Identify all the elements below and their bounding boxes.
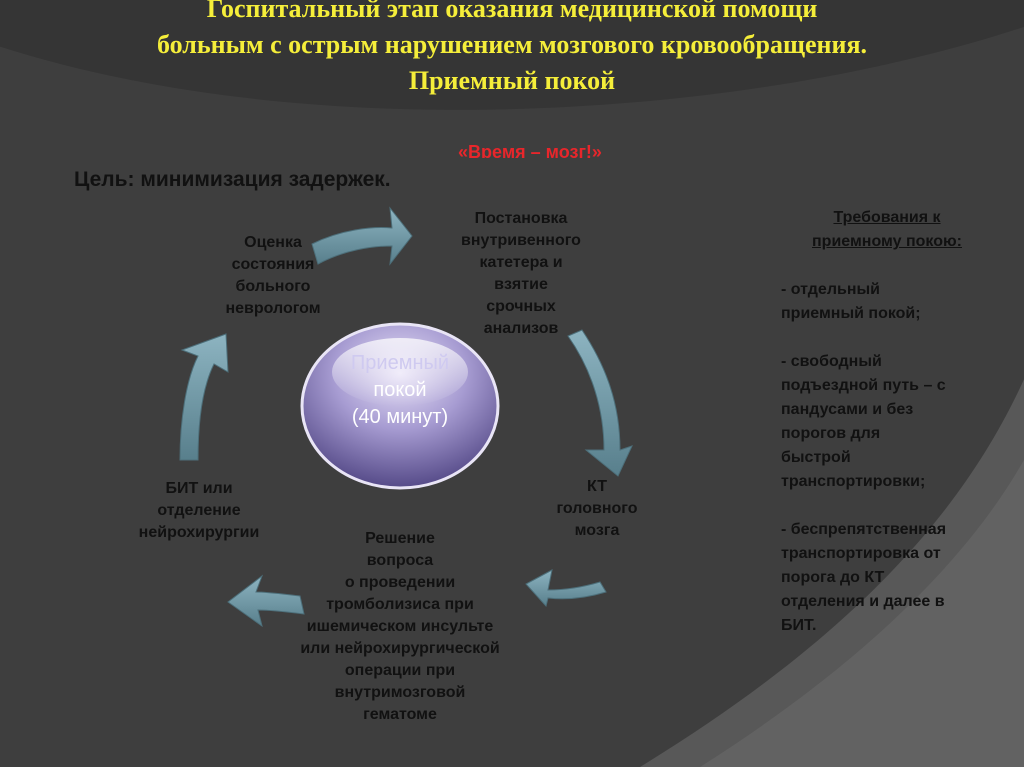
step-line: головного [556,500,638,517]
requirements-heading-line: Требования к [833,209,941,226]
requirement-line: - беспрепятственная [781,521,947,538]
step-line: КТ [587,478,607,495]
requirement-item: - беспрепятственная транспортировка от п… [781,518,1011,638]
step-line: тромболизиса при [326,596,474,613]
step-line: мозга [574,522,620,539]
step-line: Решение [365,530,435,547]
center-line-3: (40 минут) [351,406,449,428]
step-line: внутримозговой [334,684,466,701]
step-neurologist-assessment: Оценка состояния больного неврологом [200,232,346,320]
step-line: Постановка [474,210,568,227]
step-line: ишемическом инсульте [306,618,494,635]
step-line: больного [235,278,311,295]
step-line: нейрохирургии [138,524,260,541]
slide-title: Госпитальный этап оказания медицинской п… [20,0,1004,99]
step-line: или нейрохирургической [300,640,500,657]
step-line: гематоме [363,706,437,723]
title-line-1: Госпитальный этап оказания медицинской п… [206,0,818,23]
step-treatment-decision: Решение вопроса о проведении тромболизис… [268,528,532,726]
requirement-line: подъездной путь – с [781,377,946,394]
step-line: операции при [344,662,456,679]
requirement-line: пандусами и без [781,401,914,418]
step-line: анализов [483,320,559,337]
center-line-1: Приемный [350,352,450,374]
step-line: вопроса [366,552,434,569]
requirement-line: - отдельный [781,281,880,298]
cycle-arrows [179,206,633,628]
requirement-line: транспортировка от [781,545,941,562]
step-icu-or-neurosurgery: БИТ или отделение нейрохирургии [118,478,280,544]
step-iv-catheter: Постановка внутривенного катетера и взят… [436,208,606,340]
requirement-line: - свободный [781,353,882,370]
step-line: внутривенного [461,232,581,249]
requirement-line: приемный покой; [781,305,921,322]
step-line: катетера и [479,254,563,271]
requirement-item: - свободный подъездной путь – с пандусам… [781,350,1011,494]
title-line-3: Приемный покой [408,66,616,95]
step-line: срочных [486,298,556,315]
requirements-panel: Требования к приемному покою: - отдельны… [781,206,1011,638]
step-line: о проведении [344,574,456,591]
step-line: неврологом [225,300,321,317]
step-line: БИТ или [165,480,233,497]
step-line: Оценка [244,234,302,251]
step-ct-scan: КТ головного мозга [530,476,664,542]
title-line-2: больным с острым нарушением мозгового кр… [156,30,868,59]
goal-statement: Цель: минимизация задержек. [74,168,391,191]
requirement-line: транспортировки; [781,473,926,490]
center-line-2: покой [373,379,427,401]
motto: «Время – мозг!» [458,142,602,158]
center-label: Приемный покой (40 минут) [310,350,490,431]
center-orb [300,322,500,490]
requirement-line: БИТ. [781,617,817,634]
step-line: отделение [157,502,241,519]
step-line: состояния [231,256,315,273]
step-line: взятие [494,276,548,293]
requirement-item: - отдельный приемный покой; [781,278,1011,326]
requirement-line: порога до КТ [781,569,885,586]
requirement-line: быстрой [781,449,851,466]
requirements-heading-line: приемному покою: [812,233,962,250]
requirement-line: отделения и далее в [781,593,945,610]
requirement-line: порогов для [781,425,881,442]
